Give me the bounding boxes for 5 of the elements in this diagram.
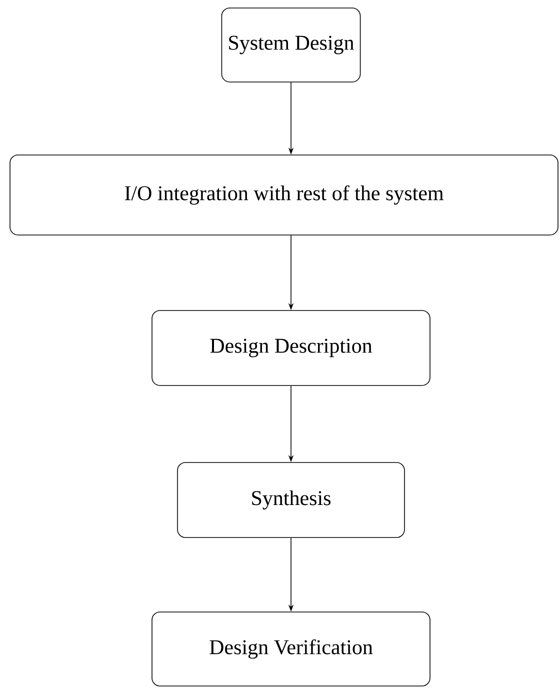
process-box: Design Description bbox=[152, 310, 430, 386]
process-box: System Design bbox=[221, 8, 361, 82]
process-box: Design Verification bbox=[152, 612, 430, 686]
process-box: I/O integration with rest of the system bbox=[10, 154, 558, 236]
process-box: Synthesis bbox=[177, 462, 405, 538]
